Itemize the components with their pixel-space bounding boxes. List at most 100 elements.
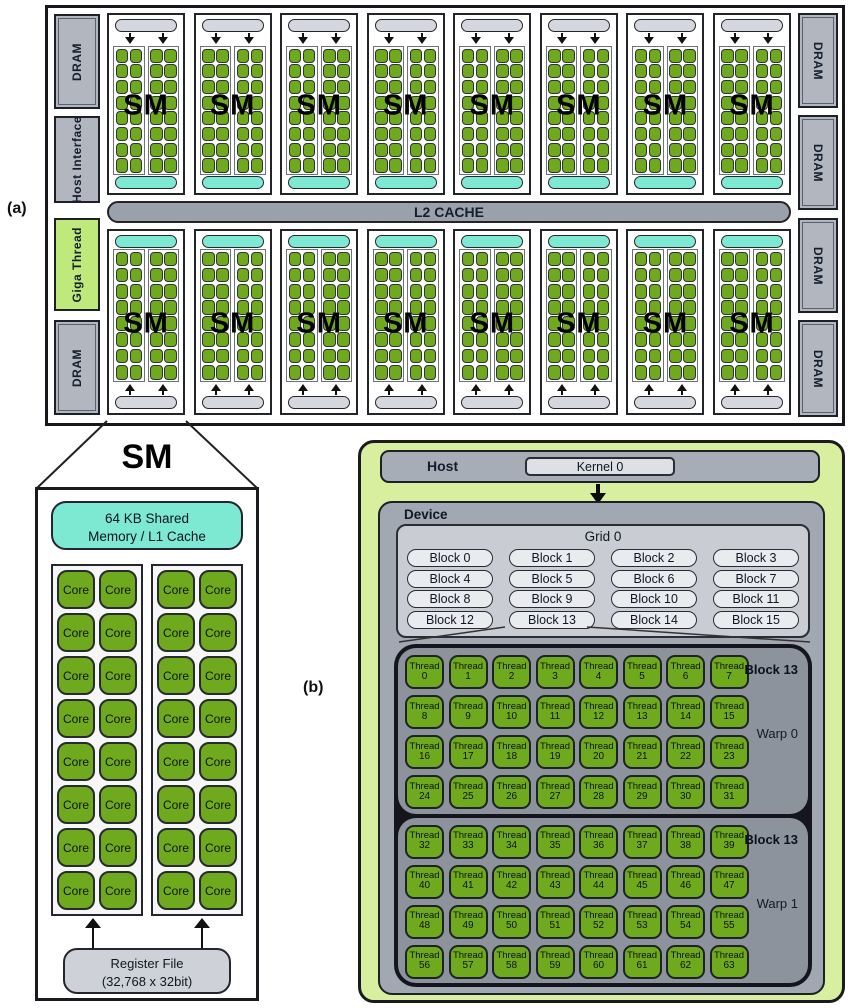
core-cell <box>596 64 610 79</box>
thread-word: Thread <box>626 830 658 842</box>
core-cell <box>755 316 769 331</box>
sm-label: SM <box>556 307 602 340</box>
core-cell <box>236 283 250 299</box>
core-cell <box>596 126 610 142</box>
thread-number: 45 <box>636 880 648 892</box>
core-cell <box>548 95 561 110</box>
sm-label: SM <box>729 89 775 122</box>
thread-number: 20 <box>592 750 605 762</box>
core-cell: Core <box>99 656 137 695</box>
core-cell <box>423 126 437 142</box>
core-cell <box>548 79 561 95</box>
core-cell <box>582 79 596 95</box>
core-cell <box>683 64 696 79</box>
core-cell <box>721 48 734 63</box>
core-cell <box>510 316 523 331</box>
core-cell <box>582 111 596 126</box>
core-cell <box>496 283 509 299</box>
thread-word: Thread <box>670 830 701 842</box>
core-cell <box>510 251 523 267</box>
shared-memory-bar <box>720 176 783 189</box>
thread-word: Thread <box>539 830 571 842</box>
thread-word: Thread <box>539 950 571 962</box>
core-cell <box>323 332 336 348</box>
core-grid <box>199 46 266 175</box>
warp-id-label: Warp 0 <box>756 726 798 741</box>
core-cell <box>423 364 437 380</box>
core-cell <box>115 126 128 142</box>
side-block-label: Host Interface <box>70 115 84 204</box>
core-cell <box>461 64 475 79</box>
core-cell <box>164 251 177 267</box>
register-file-line1: Register File <box>110 956 184 971</box>
thread-number: 49 <box>462 920 474 932</box>
core-cell <box>250 267 264 283</box>
core-subpanel <box>718 249 751 382</box>
core-cell <box>634 316 648 331</box>
core-cell <box>562 126 575 142</box>
core-cell: Core <box>57 699 95 738</box>
core-cell <box>216 251 229 267</box>
core-cell <box>582 158 596 173</box>
arrow-row <box>373 33 439 44</box>
core-cell <box>409 300 423 315</box>
down-arrow-icon <box>210 33 222 44</box>
core-cell <box>461 48 475 63</box>
core-grid <box>286 249 353 382</box>
core-cell <box>461 364 475 380</box>
kernel-box: Kernel 0 <box>525 457 675 476</box>
core-cell <box>115 79 128 95</box>
core-cell <box>288 142 302 157</box>
side-block-host-interface: Host Interface <box>54 116 100 203</box>
core-cell <box>634 142 648 157</box>
sm-column: SM <box>280 229 359 415</box>
thread-word: Thread <box>583 700 614 712</box>
core-cell <box>496 332 509 348</box>
thread-number: 11 <box>549 710 561 722</box>
core-cell <box>323 79 336 95</box>
sm-label: SM <box>642 89 689 122</box>
instruction-bar <box>201 19 264 32</box>
core-cell <box>683 267 696 283</box>
core-cell <box>375 79 388 95</box>
core-cell <box>496 79 509 95</box>
core-grid <box>632 249 699 382</box>
shared-memory-bar <box>201 176 264 189</box>
core-cell <box>323 111 336 126</box>
core-cell <box>548 142 561 157</box>
core-cell <box>735 283 748 299</box>
thread-word: Thread <box>713 780 745 792</box>
thread-word: Thread <box>626 740 658 752</box>
thread-number: 57 <box>462 960 474 972</box>
core-cell <box>510 283 523 299</box>
shared-memory-bar <box>547 176 610 189</box>
core-cell <box>548 300 561 315</box>
core-cell <box>389 95 402 110</box>
core-cell <box>389 316 402 331</box>
core-cell <box>548 283 561 299</box>
core-cell <box>721 95 734 110</box>
core-cell <box>634 364 648 380</box>
thread-word: Thread <box>539 910 571 922</box>
core-cell <box>115 142 128 157</box>
flow-arrow-icon <box>590 484 606 505</box>
core-cell <box>496 111 509 126</box>
core-cell <box>302 126 316 142</box>
core-cell <box>302 111 316 126</box>
core-cell <box>423 158 437 173</box>
core-subpanel <box>718 46 751 175</box>
core-cell: Core <box>99 828 137 867</box>
core-cell <box>582 267 596 283</box>
core-cell <box>683 95 696 110</box>
core-cell <box>323 283 336 299</box>
